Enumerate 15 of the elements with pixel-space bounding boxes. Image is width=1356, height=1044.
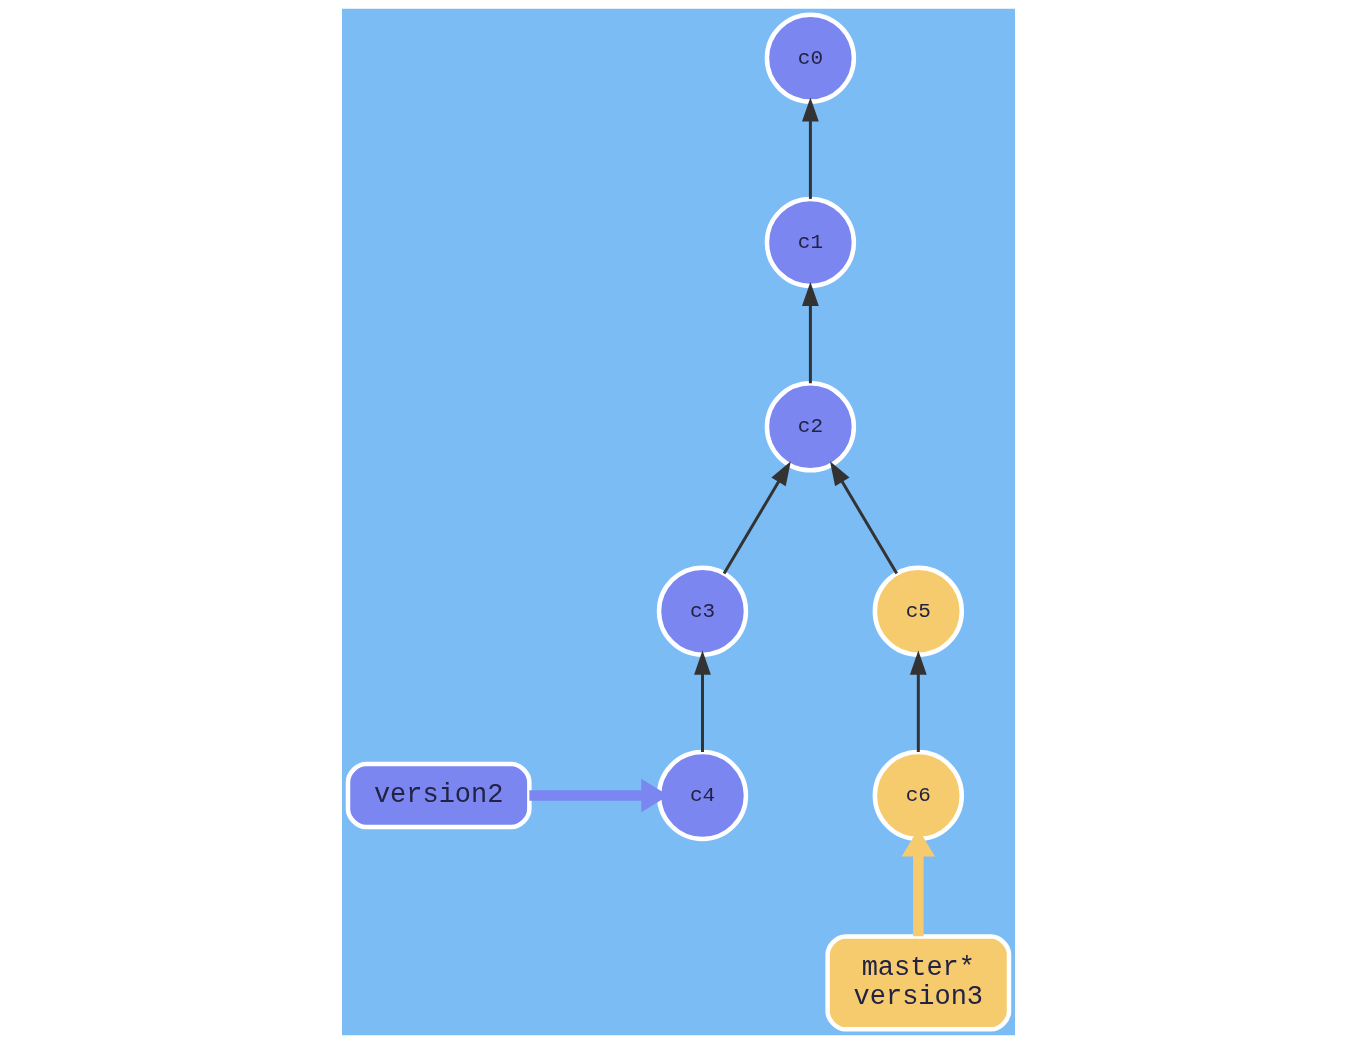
node-circle: c6 <box>872 749 964 842</box>
node-circle: c1 <box>764 196 856 289</box>
arrow <box>693 650 711 752</box>
node-circle: c5 <box>872 565 964 657</box>
arrow <box>801 97 819 199</box>
node-box: master* version3 <box>824 934 1011 1032</box>
node-box: version2 <box>345 761 532 830</box>
node-circle: c3 <box>656 565 748 657</box>
arrow <box>722 461 791 575</box>
node-circle: c2 <box>764 381 856 473</box>
node-circle: c4 <box>656 749 748 842</box>
arrow <box>801 281 819 384</box>
arrow <box>829 461 898 575</box>
arrow <box>909 650 927 752</box>
node-circle: c0 <box>764 12 856 104</box>
